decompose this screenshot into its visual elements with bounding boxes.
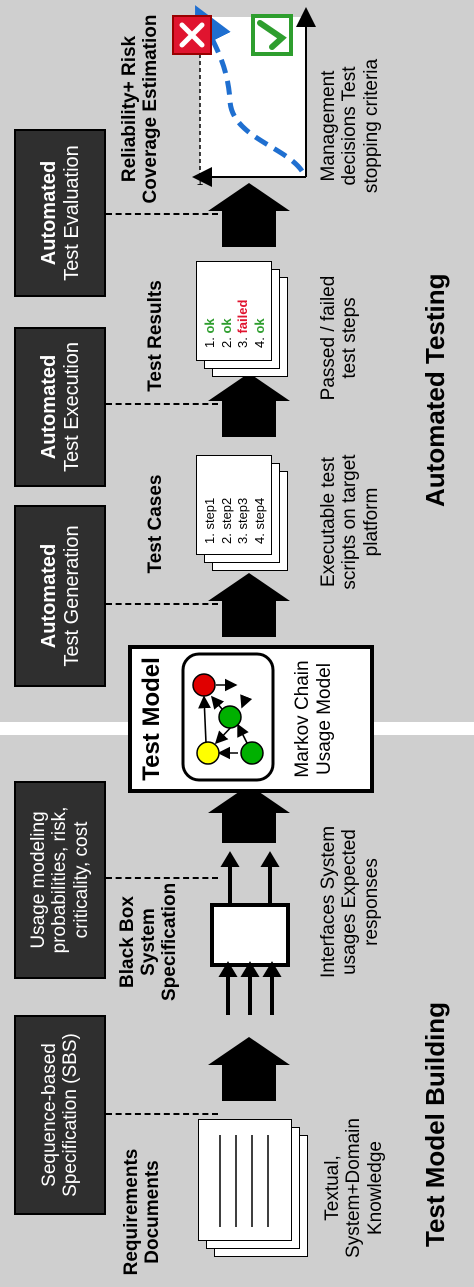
- markov-node-green: [240, 741, 264, 765]
- status-ok: ok: [218, 318, 234, 334]
- reliability-graph: 1 t: [192, 5, 316, 187]
- markov-node-green: [218, 705, 242, 729]
- status-failed: failed: [235, 299, 251, 334]
- status-ok: ok: [202, 318, 217, 334]
- test-cases-steps: 1. step1 2. step2 3. step3 4. step4: [202, 498, 269, 544]
- flow-arrow: [208, 1037, 290, 1101]
- markov-description: Markov Chain Usage Model: [292, 660, 335, 778]
- test-result-step: 4. ok: [251, 318, 267, 348]
- flow-arrow: [208, 785, 290, 843]
- markov-node-red: [192, 673, 216, 697]
- test-results-page: 1. ok 2. ok 3. failed 4. ok: [196, 261, 272, 361]
- markov-chain-graph: [181, 652, 275, 782]
- phase-title-automated: Automated Testing: [420, 273, 450, 507]
- document-lines: [219, 1135, 269, 1227]
- test-result-step: 3. failed: [235, 299, 251, 348]
- cross-icon: [172, 15, 212, 55]
- test-result-step: 2. ok: [218, 318, 234, 348]
- flow-arrow: [208, 573, 290, 637]
- flow-arrow: [208, 373, 290, 437]
- test-case-step: 1. step1: [202, 497, 217, 544]
- flow-arrow: [208, 183, 290, 247]
- requirements-description: Textual, System+Domain Knowledge: [322, 1118, 386, 1258]
- phase-title-building: Test Model Building: [420, 1001, 450, 1247]
- test-results-description: Passed / failed test steps: [318, 275, 361, 401]
- markov-node-yellow: [196, 741, 220, 765]
- test-case-step: 3. step3: [235, 497, 251, 544]
- test-results-steps: 1. ok 2. ok 3. failed 4. ok: [202, 300, 269, 348]
- black-box-diagram: [210, 851, 290, 1015]
- check-icon: [251, 14, 293, 56]
- black-box-description: Interfaces System usages Expected respon…: [318, 825, 382, 979]
- axis-label-1: 1: [197, 174, 204, 187]
- status-ok: ok: [251, 318, 267, 334]
- test-model-title: Test Model: [138, 657, 165, 781]
- management-description: Management decisions Test stopping crite…: [318, 58, 382, 194]
- test-cases-description: Executable test scripts on target platfo…: [318, 454, 382, 590]
- test-case-step: 4. step4: [251, 497, 267, 544]
- test-cases-page: 1. step1 2. step2 3. step3 4. step4: [196, 455, 272, 555]
- test-result-step: 1. ok: [202, 318, 217, 348]
- test-model-box: Test Model Markov Chain Usage M: [128, 645, 374, 793]
- reliability-curve: [195, 5, 305, 173]
- test-case-step: 2. step2: [218, 497, 234, 544]
